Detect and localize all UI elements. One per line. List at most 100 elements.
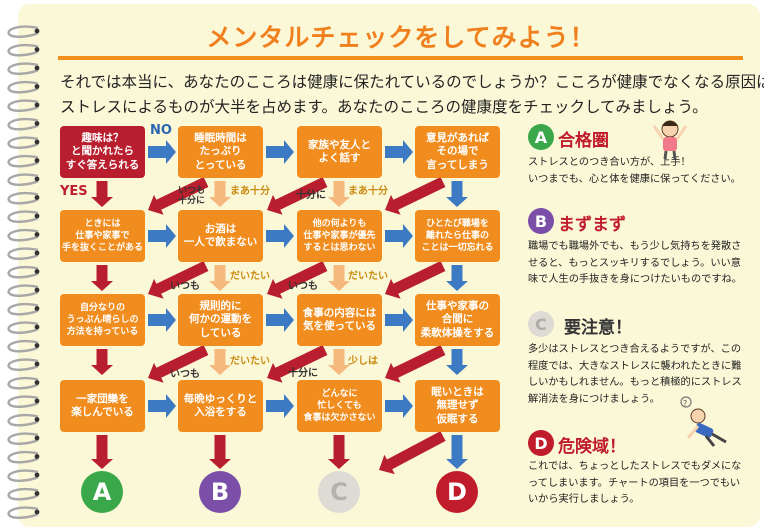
result-a-desc: ストレスとのつき合い方が、上手！いつまでも、心と体を健康に保ってください。 xyxy=(528,157,741,185)
arrow-diagonal-red xyxy=(385,177,446,215)
arrow-right-blue xyxy=(385,224,413,248)
spiral-hole xyxy=(34,398,40,404)
spiral-hole xyxy=(34,65,40,71)
label-yes: YES xyxy=(60,184,88,199)
result-d-title: 危険域！ xyxy=(558,437,626,457)
arrow-right-blue xyxy=(385,308,413,332)
spiral-hole xyxy=(34,176,40,182)
spiral-hole xyxy=(34,250,40,256)
spiral-binding-icon xyxy=(7,25,40,519)
arrow-to-result-d xyxy=(446,435,468,469)
spiral-hole xyxy=(34,102,40,108)
spiral-ring xyxy=(7,173,39,186)
label-itsumo-juubun: いつも十分に xyxy=(178,186,206,206)
arrow-down-peach xyxy=(209,349,231,375)
result-c-circle: C xyxy=(318,471,360,513)
title-underline xyxy=(58,56,743,60)
result-b-title: まずまず xyxy=(558,215,626,235)
spiral-hole xyxy=(34,195,40,200)
question-nap: 眠いときは無理せず仮眠する xyxy=(415,380,500,432)
arrow-right-blue xyxy=(266,140,294,164)
arrow-down-blue xyxy=(446,349,468,375)
arrow-to-result-c xyxy=(328,435,350,469)
label-itsumo-3: いつも xyxy=(170,369,200,380)
spiral-hole xyxy=(34,324,40,330)
arrow-diagonal-red xyxy=(267,177,328,215)
notebook-page xyxy=(18,4,760,527)
spiral-hole xyxy=(34,472,40,478)
question-hobby: 趣味は？と聞かれたらすぐ答えられる xyxy=(60,126,145,178)
arrow-down-peach xyxy=(209,181,231,207)
label-daitai-1: だいたい xyxy=(230,271,270,282)
label-maa-juubun-2: まあ十分 xyxy=(348,186,388,197)
question-diet: 食事の内容には気を使っている xyxy=(297,294,382,346)
intro-line: それでは本当に、あなたのこころは健康に保たれているのでしょうか？こころが健康でな… xyxy=(60,73,764,91)
question-family-time: 一家団欒を楽しんでいる xyxy=(60,380,145,432)
result-b-badge: B xyxy=(528,208,554,234)
arrow-down-blue xyxy=(446,265,468,291)
spiral-ring xyxy=(7,303,39,316)
spiral-hole xyxy=(34,454,40,459)
spiral-ring xyxy=(7,377,39,390)
arrow-right-blue xyxy=(148,140,176,164)
arrow-diagonal-red xyxy=(385,345,446,383)
spiral-ring xyxy=(7,44,39,57)
spiral-hole xyxy=(34,343,40,348)
arrow-right-blue xyxy=(148,308,176,332)
arrow-diagonal-red xyxy=(379,431,446,475)
arrow-to-result-a xyxy=(91,435,113,469)
collapsed-person-icon: ? xyxy=(680,396,727,447)
arrow-right-blue xyxy=(385,394,413,418)
arrow-diagonal-red xyxy=(385,261,446,299)
spiral-hole xyxy=(34,361,40,367)
spiral-hole xyxy=(34,158,40,163)
arrow-down-red xyxy=(91,349,113,375)
question-meals: どんなに忙しくても食事は欠かさない xyxy=(297,380,382,432)
spiral-ring xyxy=(7,321,39,334)
arrow-down-peach xyxy=(328,265,350,291)
question-forget-work: ひとたび職場を離れたら仕事のことは一切忘れる xyxy=(415,210,500,262)
spiral-hole xyxy=(34,306,40,311)
result-a-title: 合格圏 xyxy=(558,131,609,151)
arrow-diagonal-red xyxy=(148,261,209,299)
question-sleep: 睡眠時間はたっぷりとっている xyxy=(178,126,263,178)
spiral-ring xyxy=(7,395,39,408)
spiral-ring xyxy=(7,118,39,131)
spiral-ring xyxy=(7,488,39,501)
spiral-ring xyxy=(7,506,39,519)
result-c-desc: 多少はストレスとつき合えるようですが、この程度では、大きなストレスに襲われたとき… xyxy=(528,344,742,405)
spiral-ring xyxy=(7,210,39,223)
spiral-hole xyxy=(34,269,40,274)
question-opinion: 意見があればその場で言ってしまう xyxy=(415,126,500,178)
spiral-ring xyxy=(7,25,39,38)
spiral-ring xyxy=(7,432,39,445)
label-no: NO xyxy=(150,123,172,138)
arrow-diagonal-red xyxy=(148,345,209,383)
spiral-hole xyxy=(34,417,40,422)
svg-text:?: ? xyxy=(683,399,687,408)
spiral-hole xyxy=(34,213,40,219)
question-bath: 毎晩ゆっくりと入浴をする xyxy=(178,380,263,432)
result-c-badge: C xyxy=(528,311,554,337)
spiral-ring xyxy=(7,81,39,94)
page-title: メンタルチェックをしてみよう！ xyxy=(206,23,596,52)
result-c-title: 要注意！ xyxy=(564,318,632,338)
result-d-circle: D xyxy=(436,471,478,513)
result-b-desc: 職場でも職場外でも、もう少し気持ちを発散させると、もっとスッキリするでしょう。い… xyxy=(528,241,742,285)
label-juubun-ni-2: 十分に xyxy=(288,368,318,379)
arrow-diagonal-red xyxy=(267,345,328,383)
question-exercise: 規則的に何かの運動をしている xyxy=(178,294,263,346)
spiral-ring xyxy=(7,229,39,242)
spiral-ring xyxy=(7,99,39,112)
spiral-ring xyxy=(7,136,39,149)
spiral-ring xyxy=(7,266,39,279)
arrow-down-peach xyxy=(328,181,350,207)
arrow-right-blue xyxy=(266,224,294,248)
spiral-hole xyxy=(34,232,40,237)
spiral-hole xyxy=(34,380,40,385)
spiral-ring xyxy=(7,155,39,168)
spiral-hole xyxy=(34,28,40,34)
question-work-priority: 他の何よりも仕事や家事が優先するとは思わない xyxy=(297,210,382,262)
arrow-right-blue xyxy=(148,224,176,248)
